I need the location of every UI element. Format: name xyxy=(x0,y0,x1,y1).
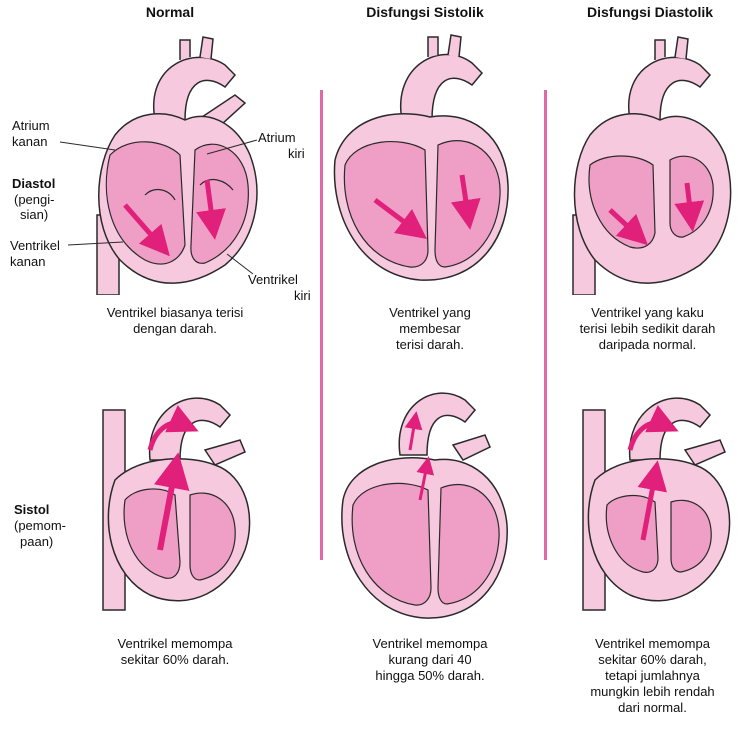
label-left-atrium-2: kiri xyxy=(288,146,305,161)
column-divider-right xyxy=(544,90,547,560)
column-title-diastolic: Disfungsi Diastolik xyxy=(586,4,714,20)
label-left-atrium-1: Atrium xyxy=(258,130,296,145)
systole-sub-2: paan) xyxy=(20,534,54,549)
label-right-atrium-2: kanan xyxy=(12,134,48,149)
leader-right-ventricle xyxy=(68,241,124,246)
column-title-normal: Normal xyxy=(145,4,195,20)
heart-systolic-diastole xyxy=(333,34,509,281)
diastole-sub-1: (pengi- xyxy=(14,192,55,207)
label-right-ventricle-2: kanan xyxy=(10,254,46,269)
leader-right-atrium xyxy=(60,141,116,151)
caption-normal-systole: Ventrikel memompa sekitar 60% darah. xyxy=(117,636,233,667)
column-divider-left xyxy=(320,90,323,560)
heart-normal-systole xyxy=(102,397,251,611)
diastole-title: Diastol xyxy=(12,176,56,191)
systole-title: Sistol xyxy=(14,502,50,517)
label-right-ventricle-1: Ventrikel xyxy=(10,238,60,253)
caption-diastolic-systole: Ventrikel memompa sekitar 60% darah, tet… xyxy=(590,636,715,715)
label-right-atrium-1: Atrium xyxy=(12,118,50,133)
caption-systolic-diastole: Ventrikel yang membesar terisi darah. xyxy=(389,305,471,352)
heart-normal-diastole xyxy=(96,36,258,295)
label-left-ventricle-1: Ventrikel xyxy=(248,272,298,287)
caption-normal-diastole: Ventrikel biasanya terisi dengan darah. xyxy=(106,305,244,336)
heart-diastolic-diastole xyxy=(572,36,732,295)
caption-systolic-systole: Ventrikel memompa kurang dari 40 hingga … xyxy=(372,636,488,683)
caption-diastolic-diastole: Ventrikel yang kaku terisi lebih sedikit… xyxy=(579,305,716,352)
leader-left-atrium xyxy=(206,139,258,155)
diastole-sub-2: sian) xyxy=(20,207,49,222)
systole-sub-1: (pemom- xyxy=(14,518,67,533)
leader-left-ventricle xyxy=(226,253,254,275)
heart-diastolic-systole xyxy=(582,397,731,611)
column-title-systolic: Disfungsi Sistolik xyxy=(366,4,484,20)
heart-systolic-systole xyxy=(341,392,508,619)
label-left-ventricle-2: kiri xyxy=(294,288,311,303)
